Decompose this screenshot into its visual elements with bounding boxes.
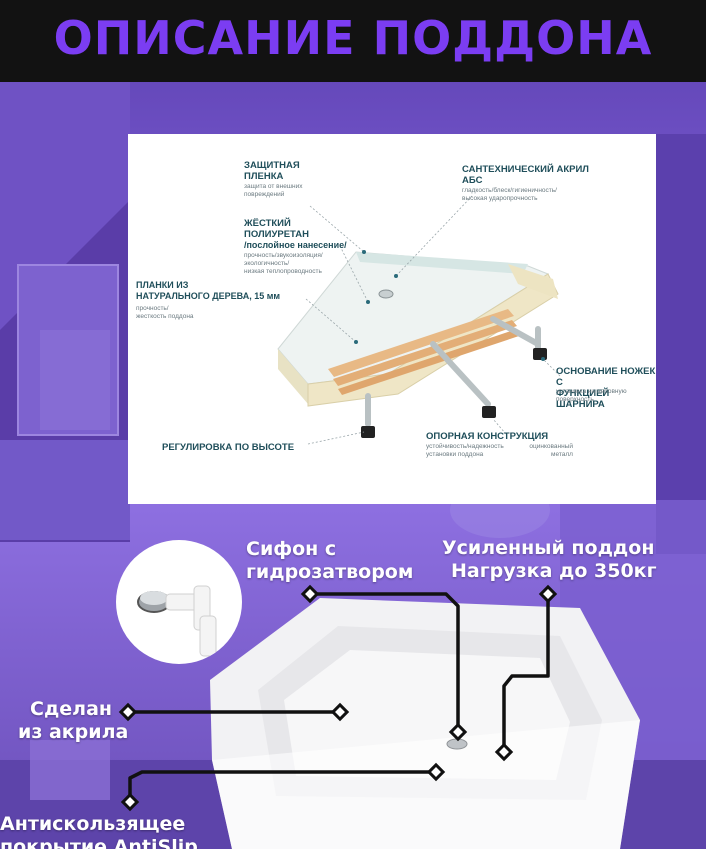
legs-title: ОСНОВАНИЕ НОЖЕК С ФУНКЦИЕЙ ШАРНИРА: [556, 366, 656, 410]
callout-node-antislip-a: [120, 792, 140, 812]
tray-side-front: [278, 349, 308, 404]
callout-node-siphon-a: [300, 584, 320, 604]
bg-towel: [30, 740, 110, 800]
film-sub: защита от внешних повреждений: [244, 183, 303, 198]
pu-title: ЖЁСТКИЙ ПОЛИУРЕТАН: [244, 218, 309, 240]
page-title: ОПИСАНИЕ ПОДДОНА: [53, 11, 653, 65]
tray-right-flange: [508, 264, 558, 299]
bg-radiator: [40, 330, 110, 430]
tray-diagram: ЗАЩИТНАЯ ПЛЕНКА защита от внешних повреж…: [128, 134, 656, 504]
bg-cabinet: [0, 440, 130, 540]
wood-title: ПЛАНКИ ИЗ НАТУРАЛЬНОГО ДЕРЕВА, 15 мм: [136, 280, 281, 301]
wood-planks: [328, 309, 519, 395]
pu-title-note: /послойное нанесение/: [244, 240, 347, 250]
callout-line-reinforced: [502, 594, 550, 752]
callout-node-acrylic-a: [118, 702, 138, 722]
tray-drain: [378, 289, 394, 299]
leg-feet: [361, 348, 547, 438]
legs-sub: установка на неровную поверхность: [556, 388, 627, 403]
acryl-sub: гладкость/блеск/гигиеничность/ высокая у…: [462, 187, 557, 202]
callout-line-siphon: [310, 592, 460, 732]
header-bar: ОПИСАНИЕ ПОДДОНА: [0, 0, 706, 82]
siphon-bubble: [116, 540, 242, 664]
callout-antislip: Антискользящее покрытие AntiSlip: [0, 813, 198, 849]
callout-node-siphon-b: [448, 722, 468, 742]
leader-lines: [305, 195, 561, 445]
film-title: ЗАЩИТНАЯ ПЛЕНКА: [244, 160, 300, 182]
leader-dots: [354, 250, 545, 361]
metal-sub: оцинкованный металл: [529, 443, 573, 458]
callout-node-acrylic-b: [330, 702, 350, 722]
support-sub: устойчивость/надежность установки поддон…: [426, 443, 504, 458]
callout-siphon: Сифон с гидрозатвором: [246, 538, 414, 583]
tray-illustration: [277, 195, 561, 445]
siphon-icon: [137, 585, 217, 657]
callout-reinforced: Усиленный поддон Нагрузка до 350кг: [442, 537, 657, 582]
callout-node-antislip-b: [426, 762, 446, 782]
bg-shower-right: [656, 134, 706, 554]
callout-acrylic: Сделан из акрила: [18, 698, 129, 743]
callout-node-reinforced-a: [538, 584, 558, 604]
callout-line-antislip: [128, 770, 436, 802]
acryl-title: САНТЕХНИЧЕСКИЙ АКРИЛ АБС: [462, 164, 589, 186]
pu-sub: прочность/звукоизоляция/ экологичность/ …: [244, 252, 323, 275]
support-title: ОПОРНАЯ КОНСТРУКЦИЯ: [426, 431, 549, 442]
wood-sub: прочность/ жесткость поддона: [136, 305, 194, 320]
height-title: РЕГУЛИРОВКА ПО ВЫСОТЕ: [162, 442, 295, 453]
support-legs: [365, 316, 541, 427]
tray-photo-front: [212, 720, 640, 849]
callout-node-reinforced-b: [494, 742, 514, 762]
tray-acrylic-layer: [356, 252, 528, 274]
